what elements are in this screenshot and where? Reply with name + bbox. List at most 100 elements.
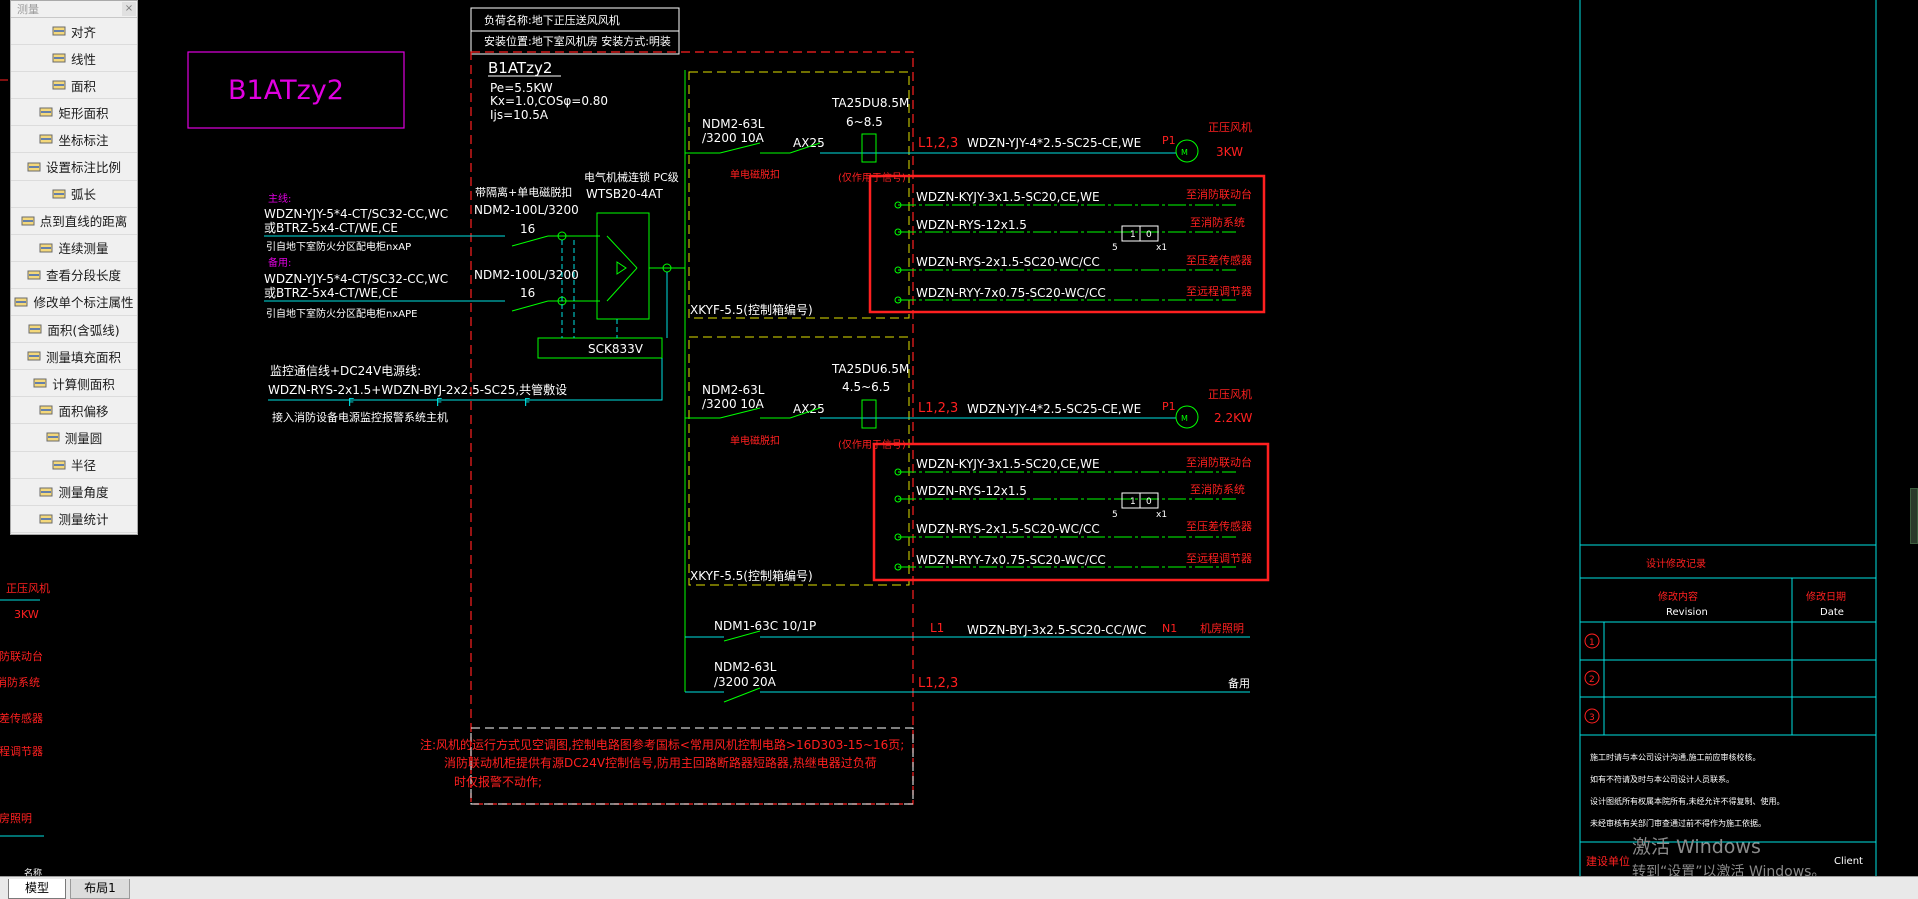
palette-item[interactable]: 面积偏移 [11,397,137,425]
palette-item[interactable]: 连续测量 [11,235,137,262]
palette-item[interactable]: 对齐 [11,18,137,46]
load-header-box: 负荷名称:地下正压送风风机 安装位置:地下室风机房 安装方式:明装 [470,7,680,55]
windows-activation-watermark: 激活 Windows 转到“设置”以激活 Windows。 [1632,832,1825,881]
backup-cable-alt: 或BTRZ-5x4-CT/WE,CE [264,286,398,300]
load-name: 负荷名称:地下正压送风风机 [484,13,620,27]
spare-breaker: NDM2-63L [714,660,777,674]
cad-model-space[interactable]: 正压风机 3KW 消防联动台 消防系统 压差传感器 远程调节器 机房照明 名称 … [0,0,1918,876]
c1-relay-note: (仅作用于信号) [838,172,906,184]
note-line-3: 时仅报警不动作; [454,774,542,789]
param-ijs: Ijs=10.5A [490,108,549,122]
palette-item-label: 矩形面积 [58,105,109,121]
rev-cn: 修改内容 [1658,590,1698,603]
panel-title: B1ATzy2 [228,75,344,106]
palette-item[interactable]: 坐标标注 [11,126,137,154]
panel-title-frame [187,51,405,129]
arc-length-icon [52,188,66,200]
palette-item[interactable]: 计算侧面积 [11,370,137,398]
palette-item[interactable]: 查看分段长度 [11,262,137,289]
c2-ctrl-dest-1: 至消防联动台 [1186,455,1252,469]
palette-item-label: 对齐 [70,24,96,40]
palette-item[interactable]: 半径 [11,452,137,479]
c2-motor-name: 正压风机 [1208,387,1252,401]
palette-item[interactable]: 面积(含弧线) [11,316,137,344]
lighting-cable: WDZN-BYJ-3x2.5-SC20-CC/WC [967,623,1146,637]
c2-ctrl-cable-1: WDZN-KYJY-3x1.5-SC20,CE,WE [916,457,1100,471]
c2-control-frame [872,442,1270,582]
ats-switch [596,212,650,320]
c1-ctrl-cable-2: WDZN-RYS-12x1.5 [916,218,1027,232]
lighting-dest: 机房照明 [1200,621,1244,635]
spare-circuit: NDM2-63L /3200 20A L1,2,3 备用 [685,660,1250,703]
c2-motor-icon [1175,405,1199,429]
c1-relay: TA25DU8.5M [831,96,909,110]
rev-row-1: 1 [1589,638,1595,648]
note-line-2: 消防联动机柜提供有源DC24V控制信号,防用主回路断路器短路器,热继电器过负荷 [444,755,877,770]
c2-breaker: NDM2-63L [702,383,765,397]
left-bottom-tag: 名称 [24,867,42,876]
breaker-b-rating: 16 [520,286,535,300]
c1-control-box: XKYF-5.5(控制箱编号) [690,302,813,317]
c1-io-left: 5 [1112,243,1118,253]
c2-motor-tag: P1 [1162,400,1176,413]
svg-text:M: M [1181,148,1188,157]
install-location: 安装位置:地下室风机房 安装方式:明装 [484,34,671,48]
c2-io-left: 5 [1112,510,1118,520]
measure-palette[interactable]: 测量 × 对齐线性面积矩形面积坐标标注设置标注比例弧长点到直线的距离连续测量查看… [10,0,138,535]
title-block: 设计修改记录 修改内容 Revision 修改日期 Date 1 2 3 施工时… [1579,0,1877,876]
palette-item[interactable]: 弧长 [11,181,137,208]
date-en: Date [1820,607,1844,618]
incoming-main: 主线: WDZN-YJY-5*4-CT/SC32-CC,WC 或BTRZ-5x4… [264,192,505,320]
monitor-cable: WDZN-RYS-2x1.5+WDZN-BYJ-2x2.5-SC25,共管敷设 [268,382,567,397]
palette-item[interactable]: 面积 [11,72,137,100]
c2-relay-note: (仅作用于信号) [838,439,906,451]
left-partial-labels: 正压风机 3KW 消防联动台 消防系统 压差传感器 远程调节器 机房照明 名称 [0,581,50,876]
palette-item[interactable]: 测量填充面积 [11,343,137,371]
palette-item[interactable]: 测量角度 [11,479,137,506]
param-pe: Pe=5.5KW [490,81,553,95]
c2-phase: L1,2,3 [918,401,958,416]
palette-item-label: 面积(含弧线) [47,322,120,338]
tb-note-3: 设计图纸所有权属本院所有,未经允许不得复制、使用。 [1590,796,1785,806]
palette-item[interactable]: 点到直线的距离 [11,208,137,235]
c2-ctrl-dest-3: 至压差传感器 [1186,519,1252,533]
c2-io-bot: 0 [1146,497,1152,507]
client-en: Client [1834,856,1863,867]
palette-item[interactable]: 设置标注比例 [11,153,137,181]
segment-length-icon [27,269,41,281]
title-block-header: 设计修改记录 [1646,557,1706,570]
c1-relay-range: 6~8.5 [846,115,883,129]
palette-item-label: 连续测量 [58,241,109,257]
palette-item[interactable]: 测量统计 [11,506,137,533]
c1-ctrl-dest-4: 至远程调节器 [1186,285,1252,298]
client-cn: 建设单位 [1586,854,1630,868]
palette-close-button[interactable]: × [122,2,136,16]
angle-icon [39,486,53,498]
notes-frame [470,727,914,805]
main-cable: WDZN-YJY-5*4-CT/SC32-CC,WC [264,207,448,221]
backup-source: 引自地下室防火分区配电柜nxAPE [266,307,417,320]
lighting-tag: N1 [1162,622,1177,635]
palette-item[interactable]: 测量圆 [11,424,137,452]
palette-item-label: 计算侧面积 [52,376,115,392]
c1-io-right: x1 [1156,243,1167,253]
tab-layout1[interactable]: 布局1 [70,879,130,899]
palette-item-label: 测量角度 [58,485,109,501]
main-label: 主线: [268,192,291,205]
partial-fire-system: 消防系统 [0,675,40,689]
main-cable-alt: 或BTRZ-5x4-CT/WE,CE [264,221,398,235]
tab-model[interactable]: 模型 [8,879,66,899]
palette-item[interactable]: 线性 [11,45,137,73]
palette-item-label: 弧长 [70,187,96,203]
c2-ctrl-dest-4: 至远程调节器 [1186,552,1252,565]
palette-item[interactable]: 矩形面积 [11,99,137,127]
palette-item-label: 修改单个标注属性 [33,295,134,311]
palette-header[interactable]: 测量 × [11,1,137,18]
edit-dimension-icon [14,296,28,308]
palette-item-label: 点到直线的距离 [39,214,128,230]
c1-cable: WDZN-YJY-4*2.5-SC25-CE,WE [967,136,1141,150]
palette-item[interactable]: 修改单个标注属性 [11,289,137,317]
scrollbar-thumb[interactable] [1910,488,1918,544]
circle-measure-icon [46,431,60,443]
breaker-a-rating: 16 [520,222,535,236]
